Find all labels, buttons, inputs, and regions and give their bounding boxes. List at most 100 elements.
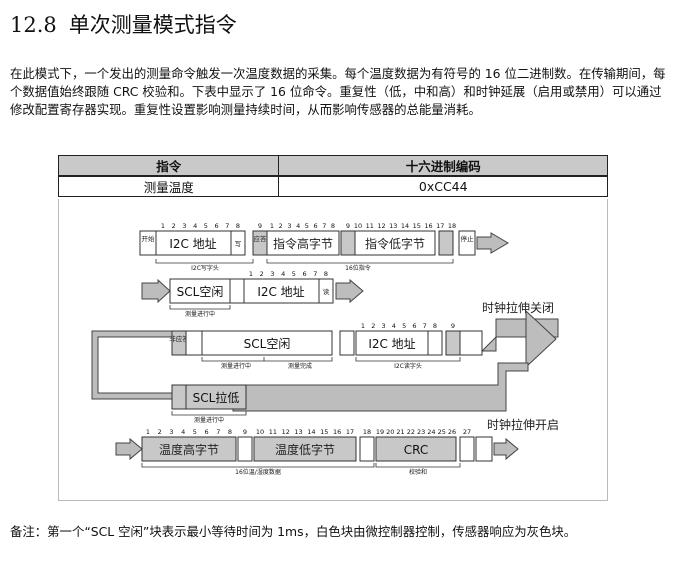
bit-number-label: 6 (314, 222, 318, 230)
bit-number-label: 5 (292, 270, 296, 278)
bit-number-label: 8 (324, 270, 328, 278)
nack-label: 非应答 (169, 334, 189, 343)
bit-number-label: 14 (307, 428, 315, 436)
bit-number-label: 5 (193, 428, 197, 436)
bit-number-label: 6 (303, 270, 307, 278)
scl-low-label: SCL拉低 (193, 390, 240, 405)
bit-number-label: 22 (407, 428, 415, 436)
row-write-command: 开始 I2C 地址 写 应答 指令高字节 指令低字节 停止 I2C写字头 16位… (139, 222, 509, 272)
cmd-lsb-label: 指令低字节 (365, 236, 425, 251)
stretch-gap-block (459, 330, 483, 356)
bit-number-label: 15 (320, 428, 328, 436)
write-block (230, 230, 246, 256)
bit-number-label: 12 (282, 428, 290, 436)
bit-number-label: 9 (451, 322, 455, 330)
bracket-measuring-3 (171, 411, 247, 416)
bit-number-label: 10 (256, 428, 264, 436)
bit-number-label: 9 (258, 222, 262, 230)
bit-number-label: 1 (146, 428, 150, 436)
bit-number-label: 23 (417, 428, 425, 436)
bit-number-label: 7 (216, 428, 220, 436)
label-i2c-write-header: I2C写字头 (191, 264, 219, 272)
bit-number-label: 6 (215, 222, 219, 230)
bit-number-label: 3 (182, 222, 186, 230)
stop-label: 停止 (461, 234, 475, 243)
bit-number-label: 18 (448, 222, 456, 230)
i2c-address-label-3: I2C 地址 (368, 337, 415, 351)
bit-number-label: 20 (386, 428, 394, 436)
cmd-msb-block (266, 230, 340, 256)
i2c-address-block (155, 230, 232, 256)
start-block-2 (229, 278, 245, 304)
crc-label: CRC (404, 443, 429, 457)
bit-number-label: 4 (193, 222, 197, 230)
i2c-address-block-2 (243, 278, 320, 304)
bit-number-label: 16 (333, 428, 341, 436)
bit-number-label: 8 (331, 222, 335, 230)
bracket-16bit-cmd (266, 259, 454, 264)
i2c-address-label: I2C 地址 (169, 237, 216, 251)
bit-number-label: 27 (463, 428, 471, 436)
scl-idle-block-2 (201, 330, 333, 356)
bit-number-label: 5 (204, 222, 208, 230)
read-label: 读 (323, 287, 330, 296)
ack-block-4 (445, 330, 461, 356)
bracket-measuring-2 (201, 357, 333, 362)
ack-block-3 (438, 230, 454, 256)
row-scl-low: SCL拉低 测量进行中 (171, 384, 247, 424)
bit-number-label: 8 (236, 222, 240, 230)
bracket-16bit-data (141, 463, 375, 468)
temp-msb-block (141, 436, 237, 462)
table-header-row: 指令 十六进制编码 (57, 155, 608, 177)
bit-number-label: 2 (158, 428, 162, 436)
bit-number-label: 13 (294, 428, 302, 436)
scl-low-block (185, 384, 247, 410)
table-row: 测量温度 0xCC44 (57, 175, 608, 197)
read-block-2 (427, 330, 443, 356)
label-measuring-1: 测量进行中 (185, 310, 215, 318)
bit-number-label: 2 (172, 222, 176, 230)
table-header-command: 指令 (57, 155, 280, 177)
ack-block-2 (340, 230, 356, 256)
bit-number-label: 15 (413, 222, 421, 230)
row5-arrow-in (115, 437, 143, 461)
row2-arrow-in (141, 278, 171, 304)
bit-number-label: 4 (392, 322, 396, 330)
ack-block-5 (171, 384, 187, 410)
write-label: 写 (235, 240, 242, 248)
stretch-off-arrowhead (525, 309, 557, 369)
bit-number-label: 1 (249, 270, 253, 278)
i2c-address-block-3 (355, 330, 429, 356)
bit-number-label: 7 (423, 322, 427, 330)
bit-number-label: 2 (371, 322, 375, 330)
return-loop-arrow (91, 330, 173, 400)
bit-number-label: 1 (270, 222, 274, 230)
flow-arrows: 时钟拉伸关闭 时钟拉伸开启 (91, 300, 559, 432)
bracket-read-header (355, 357, 461, 362)
bit-number-label: 10 (354, 222, 362, 230)
bit-number-label: 2 (279, 222, 283, 230)
bit-number-label: 25 (438, 428, 446, 436)
bit-number-label: 9 (243, 428, 247, 436)
temp-lsb-block (253, 436, 357, 462)
scl-idle-label-2: SCL空闲 (244, 337, 291, 351)
bit-number-label: 3 (270, 270, 274, 278)
bit-number-label: 16 (424, 222, 432, 230)
start-label: 开始 (142, 234, 156, 243)
i2c-address-label-2: I2C 地址 (257, 285, 304, 299)
clock-stretch-on-label: 时钟拉伸开启 (487, 417, 559, 432)
label-i2c-read-header: I2C读字头 (394, 362, 422, 370)
bit-number-label: 11 (366, 222, 374, 230)
bracket-checksum (375, 463, 461, 468)
scl-idle-label: SCL空闲 (177, 285, 224, 299)
bit-number-label: 8 (433, 322, 437, 330)
intro-paragraph: 在此模式下，一个发出的测量命令触发一次温度数据的采集。每个温度数据为有符号的 1… (10, 66, 666, 117)
bit-number-label: 9 (346, 222, 350, 230)
bit-number-label: 3 (169, 428, 173, 436)
table-cell-hex: 0xCC44 (278, 175, 608, 197)
